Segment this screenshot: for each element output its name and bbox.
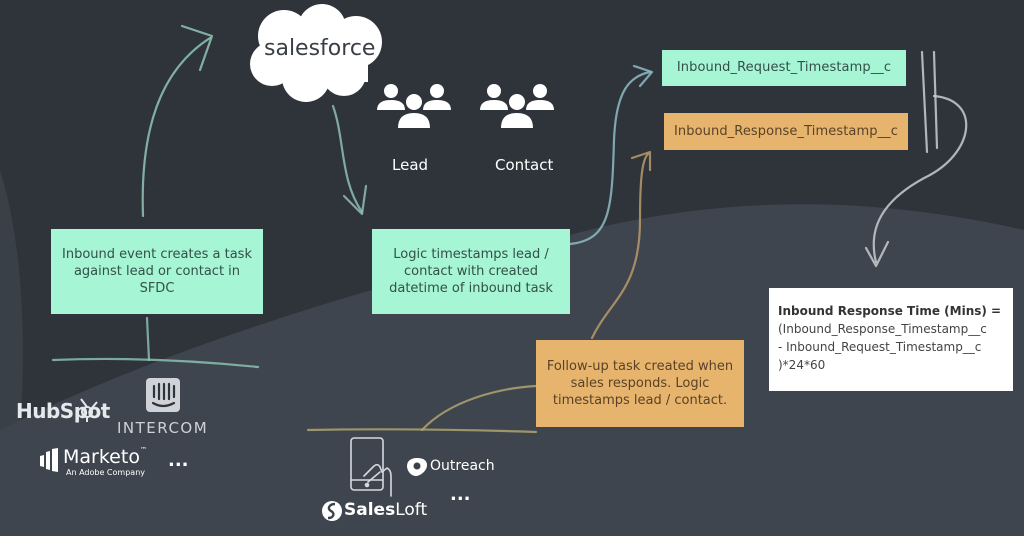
arrow-logic-head	[342, 184, 368, 216]
formula-line-2: - Inbound_Request_Timestamp__c	[778, 340, 982, 354]
formula-line-3: )*24*60	[778, 358, 826, 372]
marketo-subtitle: An Adobe Company	[66, 468, 145, 477]
arrow-formula-head	[864, 240, 890, 268]
marketo-bars-icon	[40, 448, 58, 472]
inbound-baseline	[51, 357, 260, 369]
marketo-logo: Marketo™	[63, 446, 147, 468]
salesloft-logo-bold: Sales	[344, 500, 396, 520]
double-bar-right	[932, 50, 939, 150]
formula-title: Inbound Response Time (Mins) =	[778, 304, 1002, 318]
field-inbound-response-timestamp: Inbound_Response_Timestamp__c	[664, 113, 908, 150]
arrow-followup-to-response	[590, 152, 650, 340]
hubspot-sprocket-icon	[80, 398, 98, 422]
salesloft-logo: SalesLoft	[344, 500, 427, 520]
arrow-response-head	[630, 150, 652, 172]
inbound-connector	[145, 316, 151, 362]
arrow-salesforce-to-logic	[331, 104, 364, 214]
sales-connector	[420, 384, 538, 432]
formula-box: Inbound Response Time (Mins) = (Inbound_…	[769, 288, 1013, 391]
marketo-trademark: ™	[139, 446, 147, 454]
lead-label: Lead	[392, 156, 429, 174]
step-inbound-event: Inbound event creates a task against lea…	[51, 229, 263, 314]
intercom-icon	[146, 378, 180, 412]
outreach-icon	[407, 458, 427, 476]
arrow-request-head	[632, 64, 654, 88]
arrow-to-formula	[872, 94, 968, 264]
salesforce-logo-text: salesforce	[264, 36, 376, 61]
salesloft-icon	[322, 501, 342, 521]
marketo-name: Marketo	[63, 446, 140, 468]
arrow-inbound-to-salesforce	[141, 36, 212, 218]
phone-hand-icon	[350, 437, 392, 497]
hubspot-logo: HubSpot	[16, 399, 110, 423]
arrow-inbound-head	[180, 24, 214, 72]
arrow-logic-to-request	[568, 70, 652, 246]
bg-lower-band	[0, 204, 1024, 536]
sales-more-ellipsis: ...	[450, 484, 471, 505]
contact-label: Contact	[495, 156, 554, 174]
sales-baseline	[306, 428, 538, 434]
step-logic-timestamps: Logic timestamps lead / contact with cre…	[372, 229, 570, 314]
field-inbound-request-timestamp: Inbound_Request_Timestamp__c	[662, 50, 906, 86]
double-bar-left	[920, 50, 929, 154]
formula-line-1: (Inbound_Response_Timestamp__c	[778, 322, 987, 336]
intercom-logo: INTERCOM	[117, 419, 209, 437]
contact-people-icon	[480, 84, 554, 128]
salesloft-logo-light: Loft	[395, 500, 428, 520]
step-follow-up: Follow-up task created when sales respon…	[536, 340, 744, 427]
outreach-logo: Outreach	[430, 458, 495, 474]
salesforce-cloud-icon	[250, 4, 382, 102]
inbound-more-ellipsis: ...	[168, 450, 189, 471]
lead-people-icon	[377, 84, 451, 128]
